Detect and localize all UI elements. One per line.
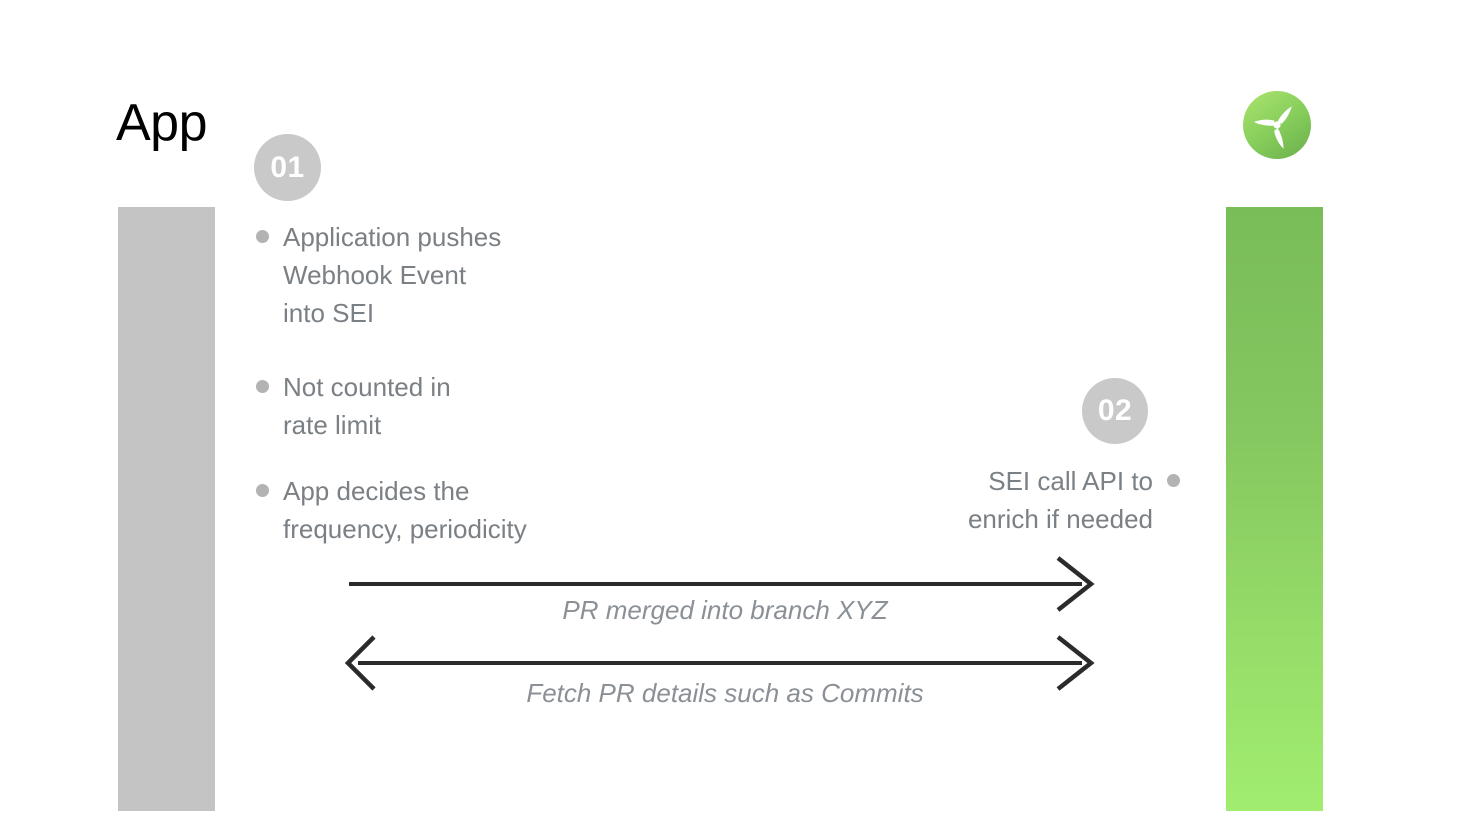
bullet-text: Application pushes Webhook Event into SE… <box>283 222 502 328</box>
bullet-text: App decides the frequency, periodicity <box>283 476 527 544</box>
page-title: App <box>116 94 208 152</box>
message-arrow-2-label: Fetch PR details such as Commits <box>526 678 924 708</box>
lifeline-sei-lane <box>1226 207 1323 811</box>
step-02-bullet-list: SEI call API to enrich if needed <box>860 462 1180 538</box>
message-arrow-2 <box>344 635 1095 691</box>
brand-logo <box>1242 90 1312 160</box>
message-arrows <box>344 556 1095 691</box>
message-arrow-1-label: PR merged into branch XYZ <box>562 595 888 625</box>
step-01-bullet-list: Application pushes Webhook Event into SE… <box>256 218 676 548</box>
list-item: App decides the frequency, periodicity <box>256 472 676 548</box>
bullet-dot-icon <box>256 380 269 393</box>
bullet-dot-icon <box>256 484 269 497</box>
list-item: Not counted in rate limit <box>256 368 676 444</box>
list-item: SEI call API to enrich if needed <box>860 462 1180 538</box>
list-item: Application pushes Webhook Event into SE… <box>256 218 676 332</box>
bullet-dot-icon <box>256 230 269 243</box>
bullet-dot-icon <box>1167 474 1180 487</box>
bullet-text: SEI call API to enrich if needed <box>967 466 1153 534</box>
lifeline-app-lane <box>118 207 215 811</box>
bullet-text: Not counted in rate limit <box>283 372 451 440</box>
step-badge-02: 02 <box>1082 378 1148 444</box>
step-badge-01: 01 <box>254 134 321 201</box>
propeller-icon <box>1243 91 1311 159</box>
message-arrow-1 <box>349 556 1095 612</box>
